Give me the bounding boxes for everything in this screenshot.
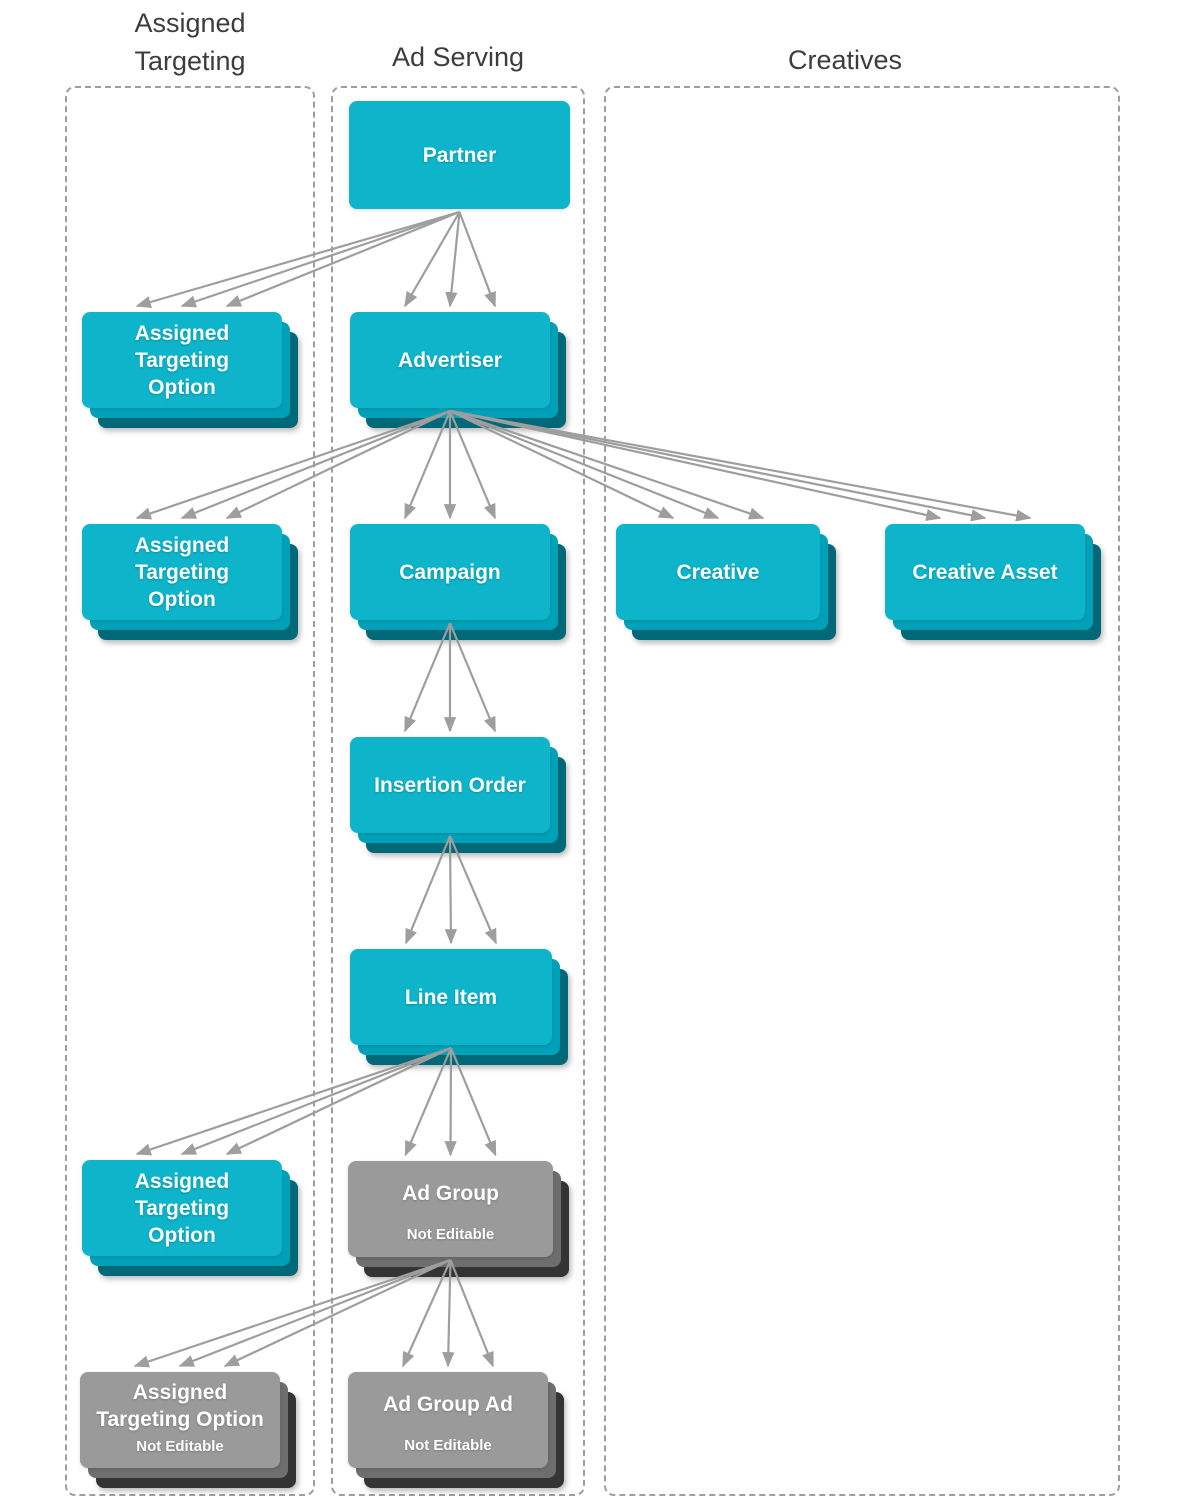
node-assigned-targeting-option-1-label: Assigned Targeting Option	[134, 321, 230, 399]
node-assigned-targeting-option-2-box: Assigned Targeting Option	[82, 524, 282, 620]
node-creative-label: Creative	[676, 560, 760, 584]
column-assigned-targeting	[65, 86, 315, 1496]
node-assigned-targeting-option-2-label: Assigned Targeting Option	[134, 533, 230, 611]
node-line-item-box: Line Item	[350, 949, 552, 1045]
node-assigned-targeting-option-3: Assigned Targeting Option	[82, 1160, 298, 1276]
node-campaign-label: Campaign	[399, 560, 501, 584]
column-creatives	[604, 86, 1120, 1496]
node-assigned-targeting-option-4-status: Not Editable	[136, 1438, 224, 1455]
node-partner-box: Partner	[349, 101, 570, 209]
node-ad-group-ad-box: Ad Group Ad Not Editable	[348, 1372, 548, 1468]
node-advertiser-box: Advertiser	[350, 312, 550, 408]
node-ad-group-status: Not Editable	[406, 1226, 495, 1243]
node-line-item-label: Line Item	[404, 985, 498, 1009]
node-ad-group-ad: Ad Group Ad Not Editable	[348, 1372, 564, 1488]
node-assigned-targeting-option-3-label: Assigned Targeting Option	[134, 1169, 230, 1247]
node-creative: Creative	[616, 524, 836, 640]
node-insertion-order-box: Insertion Order	[350, 737, 550, 833]
header-ad-serving: Ad Serving	[391, 42, 525, 72]
node-assigned-targeting-option-4: Assigned Targeting Option Not Editable	[80, 1372, 296, 1488]
node-ad-group-label: Ad Group	[402, 1182, 499, 1205]
node-advertiser-label: Advertiser	[398, 348, 502, 372]
node-assigned-targeting-option-3-box: Assigned Targeting Option	[82, 1160, 282, 1256]
node-line-item: Line Item	[350, 949, 568, 1065]
node-ad-group: Ad Group Not Editable	[348, 1161, 569, 1277]
node-ad-group-ad-status: Not Editable	[404, 1437, 492, 1454]
node-creative-asset: Creative Asset	[885, 524, 1101, 640]
node-assigned-targeting-option-1: Assigned Targeting Option	[82, 312, 298, 428]
header-assigned-targeting: Assigned Targeting	[134, 8, 246, 76]
node-creative-box: Creative	[616, 524, 820, 620]
node-campaign: Campaign	[350, 524, 566, 640]
node-partner: Partner	[349, 101, 570, 209]
node-assigned-targeting-option-4-label: Assigned Targeting Option	[96, 1381, 264, 1431]
node-assigned-targeting-option-2: Assigned Targeting Option	[82, 524, 298, 640]
node-partner-label: Partner	[422, 143, 497, 167]
header-creatives: Creatives	[787, 45, 903, 75]
node-creative-asset-box: Creative Asset	[885, 524, 1085, 620]
node-insertion-order: Insertion Order	[350, 737, 566, 853]
node-insertion-order-label: Insertion Order	[374, 773, 526, 797]
node-ad-group-box: Ad Group Not Editable	[348, 1161, 553, 1257]
node-creative-asset-label: Creative Asset	[912, 560, 1058, 584]
node-advertiser: Advertiser	[350, 312, 566, 428]
column-ad-serving	[331, 86, 585, 1496]
node-ad-group-ad-label: Ad Group Ad	[383, 1393, 513, 1416]
node-assigned-targeting-option-1-box: Assigned Targeting Option	[82, 312, 282, 408]
node-assigned-targeting-option-4-box: Assigned Targeting Option Not Editable	[80, 1372, 280, 1468]
node-campaign-box: Campaign	[350, 524, 550, 620]
